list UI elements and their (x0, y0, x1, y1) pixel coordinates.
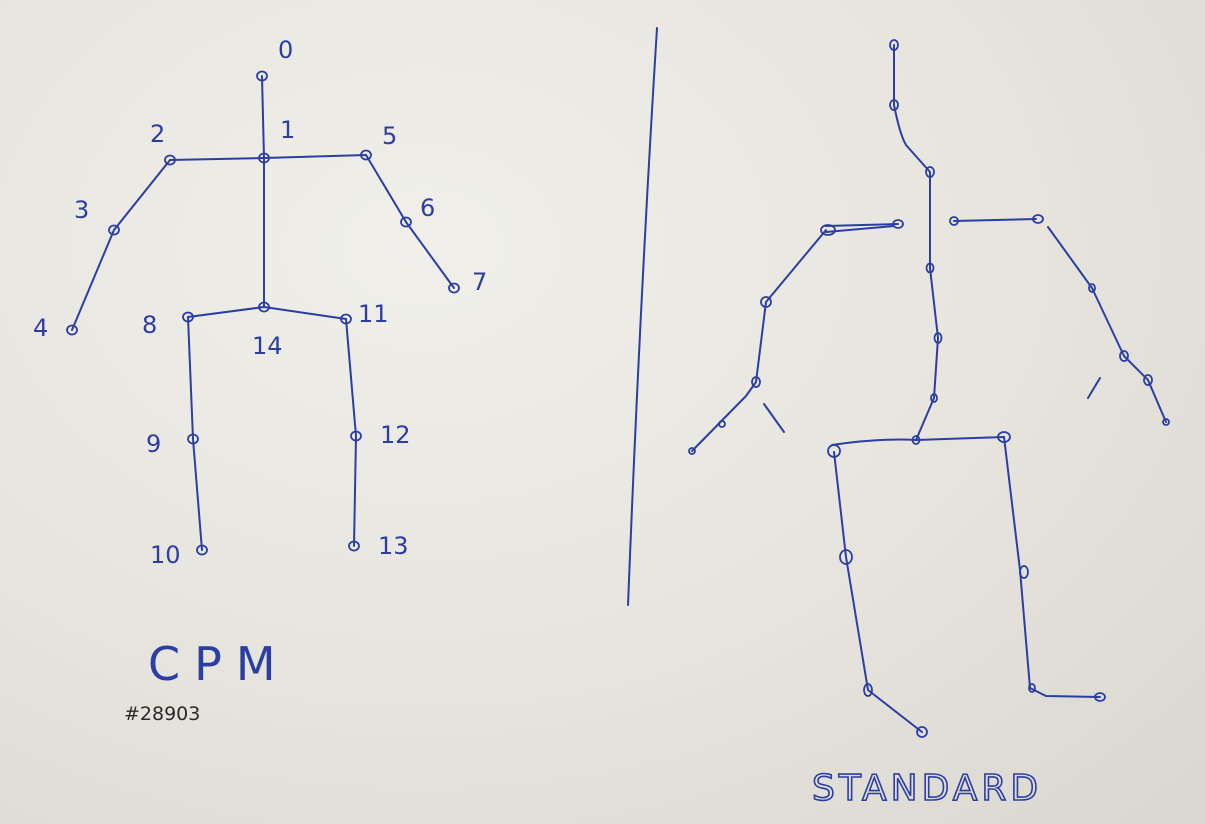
joint-circle (839, 549, 853, 565)
keypoint-label-11: 11 (358, 300, 389, 328)
joint-circle (827, 444, 841, 458)
keypoint-9 (187, 433, 199, 445)
cpm-title: CPM (148, 637, 290, 691)
joint-circle (925, 262, 935, 274)
keypoint-3 (108, 224, 120, 236)
keypoint-13 (348, 540, 360, 552)
keypoint-label-8: 8 (142, 311, 157, 339)
cpm-bones (71, 75, 455, 551)
joint-circle (1028, 683, 1036, 693)
keypoint-label-3: 3 (74, 196, 89, 224)
bone-12-13 (353, 435, 357, 547)
keypoint-label-0: 0 (278, 36, 293, 64)
joint-circle (1143, 374, 1153, 386)
keypoint-1 (258, 152, 270, 164)
keypoint-label-7: 7 (472, 268, 487, 296)
standard-title: STANDARD (812, 768, 1042, 809)
right-leg-line (1003, 436, 1101, 698)
sheet-id-label: #28903 (124, 703, 200, 725)
keypoint-label-1: 1 (280, 116, 295, 144)
right-shoulder-line (953, 218, 1037, 222)
bone-2-3 (113, 159, 171, 231)
joint-circle (889, 99, 899, 111)
keypoint-label-10: 10 (150, 541, 181, 569)
right-arm-line (1047, 226, 1167, 423)
hip-line (831, 436, 1005, 446)
joint-circle (933, 332, 943, 344)
joint-circle (1119, 350, 1129, 362)
cpm-joints (66, 70, 460, 556)
keypoint-label-14: 14 (252, 332, 283, 360)
joint-circle (892, 219, 904, 229)
joint-circle (930, 393, 938, 403)
joint-circle (997, 431, 1011, 443)
joint-circle (1032, 214, 1044, 224)
keypoint-4 (66, 324, 78, 336)
keypoint-label-13: 13 (378, 532, 409, 560)
keypoint-6 (400, 216, 412, 228)
keypoint-0 (256, 70, 268, 82)
bone-1-5 (263, 154, 367, 159)
left-hand-tick (763, 403, 785, 433)
joint-circle (863, 683, 873, 697)
bone-9-10 (192, 438, 203, 551)
left-shoulder-line (825, 223, 899, 227)
standard-joints (688, 39, 1170, 738)
bone-14-11 (263, 306, 347, 320)
joint-circle (1094, 692, 1106, 702)
joint-circle (911, 435, 921, 445)
keypoint-7 (448, 282, 460, 294)
bone-8-9 (187, 316, 194, 440)
divider-line (627, 27, 658, 606)
left-shoulder-line-lower (825, 225, 895, 233)
keypoint-11 (340, 313, 352, 325)
bone-3-4 (71, 229, 115, 331)
left-leg-line (833, 451, 923, 733)
joint-circle (688, 447, 696, 455)
head-spine-line (893, 44, 939, 441)
keypoint-5 (360, 149, 372, 161)
right-hand-tick (1087, 377, 1101, 399)
keypoint-label-2: 2 (150, 120, 165, 148)
keypoint-12 (350, 430, 362, 442)
keypoint-label-12: 12 (380, 421, 411, 449)
keypoint-label-4: 4 (33, 314, 48, 342)
bone-6-7 (405, 221, 455, 289)
keypoint-label-6: 6 (420, 194, 435, 222)
left-arm-line (691, 229, 827, 452)
keypoint-10 (196, 544, 208, 556)
bone-11-12 (345, 318, 357, 437)
joint-circle (1162, 418, 1170, 426)
bone-5-6 (365, 154, 407, 223)
bone-1-2 (169, 157, 265, 161)
joint-circle (820, 224, 836, 236)
standard-bones (691, 44, 1167, 733)
cpm-keypoint-labels: 0 1 2 3 4 5 6 7 8 9 10 11 12 13 14 (33, 36, 487, 569)
joint-circle (760, 296, 772, 308)
joint-circle (751, 376, 761, 388)
keypoint-label-9: 9 (146, 430, 161, 458)
bone-8-14 (187, 306, 265, 318)
keypoint-8 (182, 311, 194, 323)
joint-circle (949, 216, 959, 226)
keypoint-14 (258, 301, 270, 313)
cpm-skeleton: 0 1 2 3 4 5 6 7 8 9 10 11 12 13 14 CPM (33, 36, 487, 691)
joint-circle (889, 39, 899, 51)
bone-0-1 (261, 75, 265, 159)
standard-skeleton: STANDARD (688, 39, 1170, 810)
joint-circle (718, 420, 726, 428)
keypoint-2 (164, 154, 176, 166)
joint-circle (916, 726, 928, 738)
keypoint-label-5: 5 (382, 122, 397, 150)
joint-circle (925, 166, 935, 178)
joint-circle (1088, 283, 1096, 293)
joint-circle (1019, 565, 1029, 579)
